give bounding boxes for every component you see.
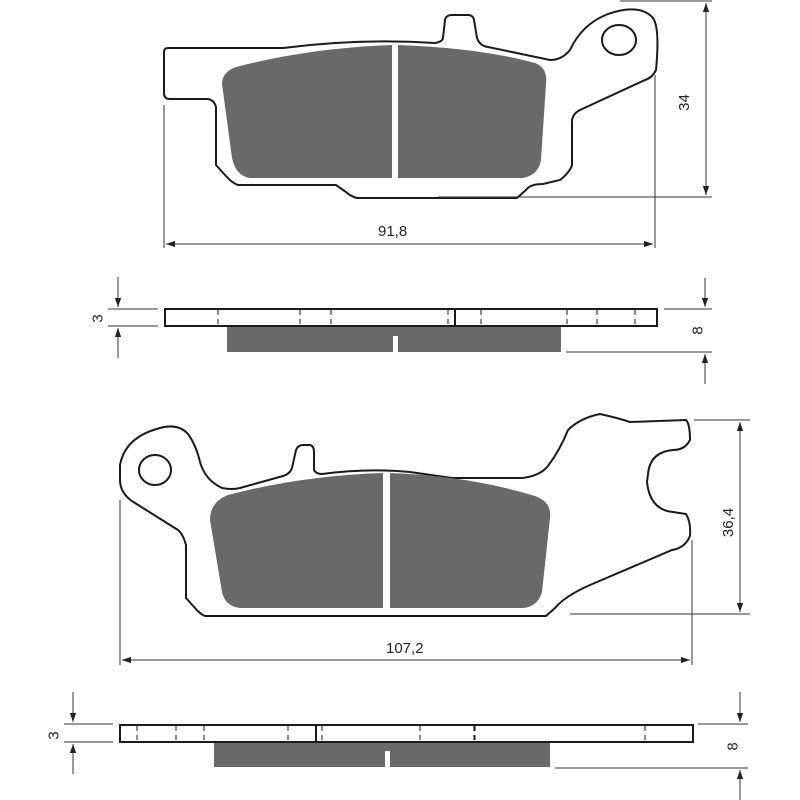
pad-2-friction-left xyxy=(210,473,383,608)
pad-2-total-thickness-label: 8 xyxy=(724,742,742,751)
pad-2-backing-thickness-label: 3 xyxy=(45,731,63,740)
pad-1-front-view xyxy=(163,0,712,248)
pad-1-side-view xyxy=(108,277,712,384)
pad-1-height-label: 34 xyxy=(675,94,693,111)
pad-1-side-friction xyxy=(227,327,561,352)
pad-1-friction-right xyxy=(398,45,547,178)
pad-1-mount-hole xyxy=(601,24,637,56)
pad-1-backing-thickness-label: 3 xyxy=(89,314,107,323)
pad-2-side-view xyxy=(64,692,748,800)
pad-2-side-backing xyxy=(119,724,694,743)
pad-1-friction-left xyxy=(222,45,392,178)
pad-1-side-backing xyxy=(164,308,658,327)
pad-2-mount-hole xyxy=(138,454,172,486)
pad-2-height-label: 36,4 xyxy=(720,507,738,538)
pad-1-total-thickness-label: 8 xyxy=(689,326,707,335)
pad-2-side-friction xyxy=(214,743,550,767)
pad-1-width-label: 91,8 xyxy=(378,223,408,240)
pad-2-friction-right xyxy=(390,473,551,608)
pad-2-width-label: 107,2 xyxy=(386,640,424,657)
pad-2-front-view xyxy=(119,412,750,665)
